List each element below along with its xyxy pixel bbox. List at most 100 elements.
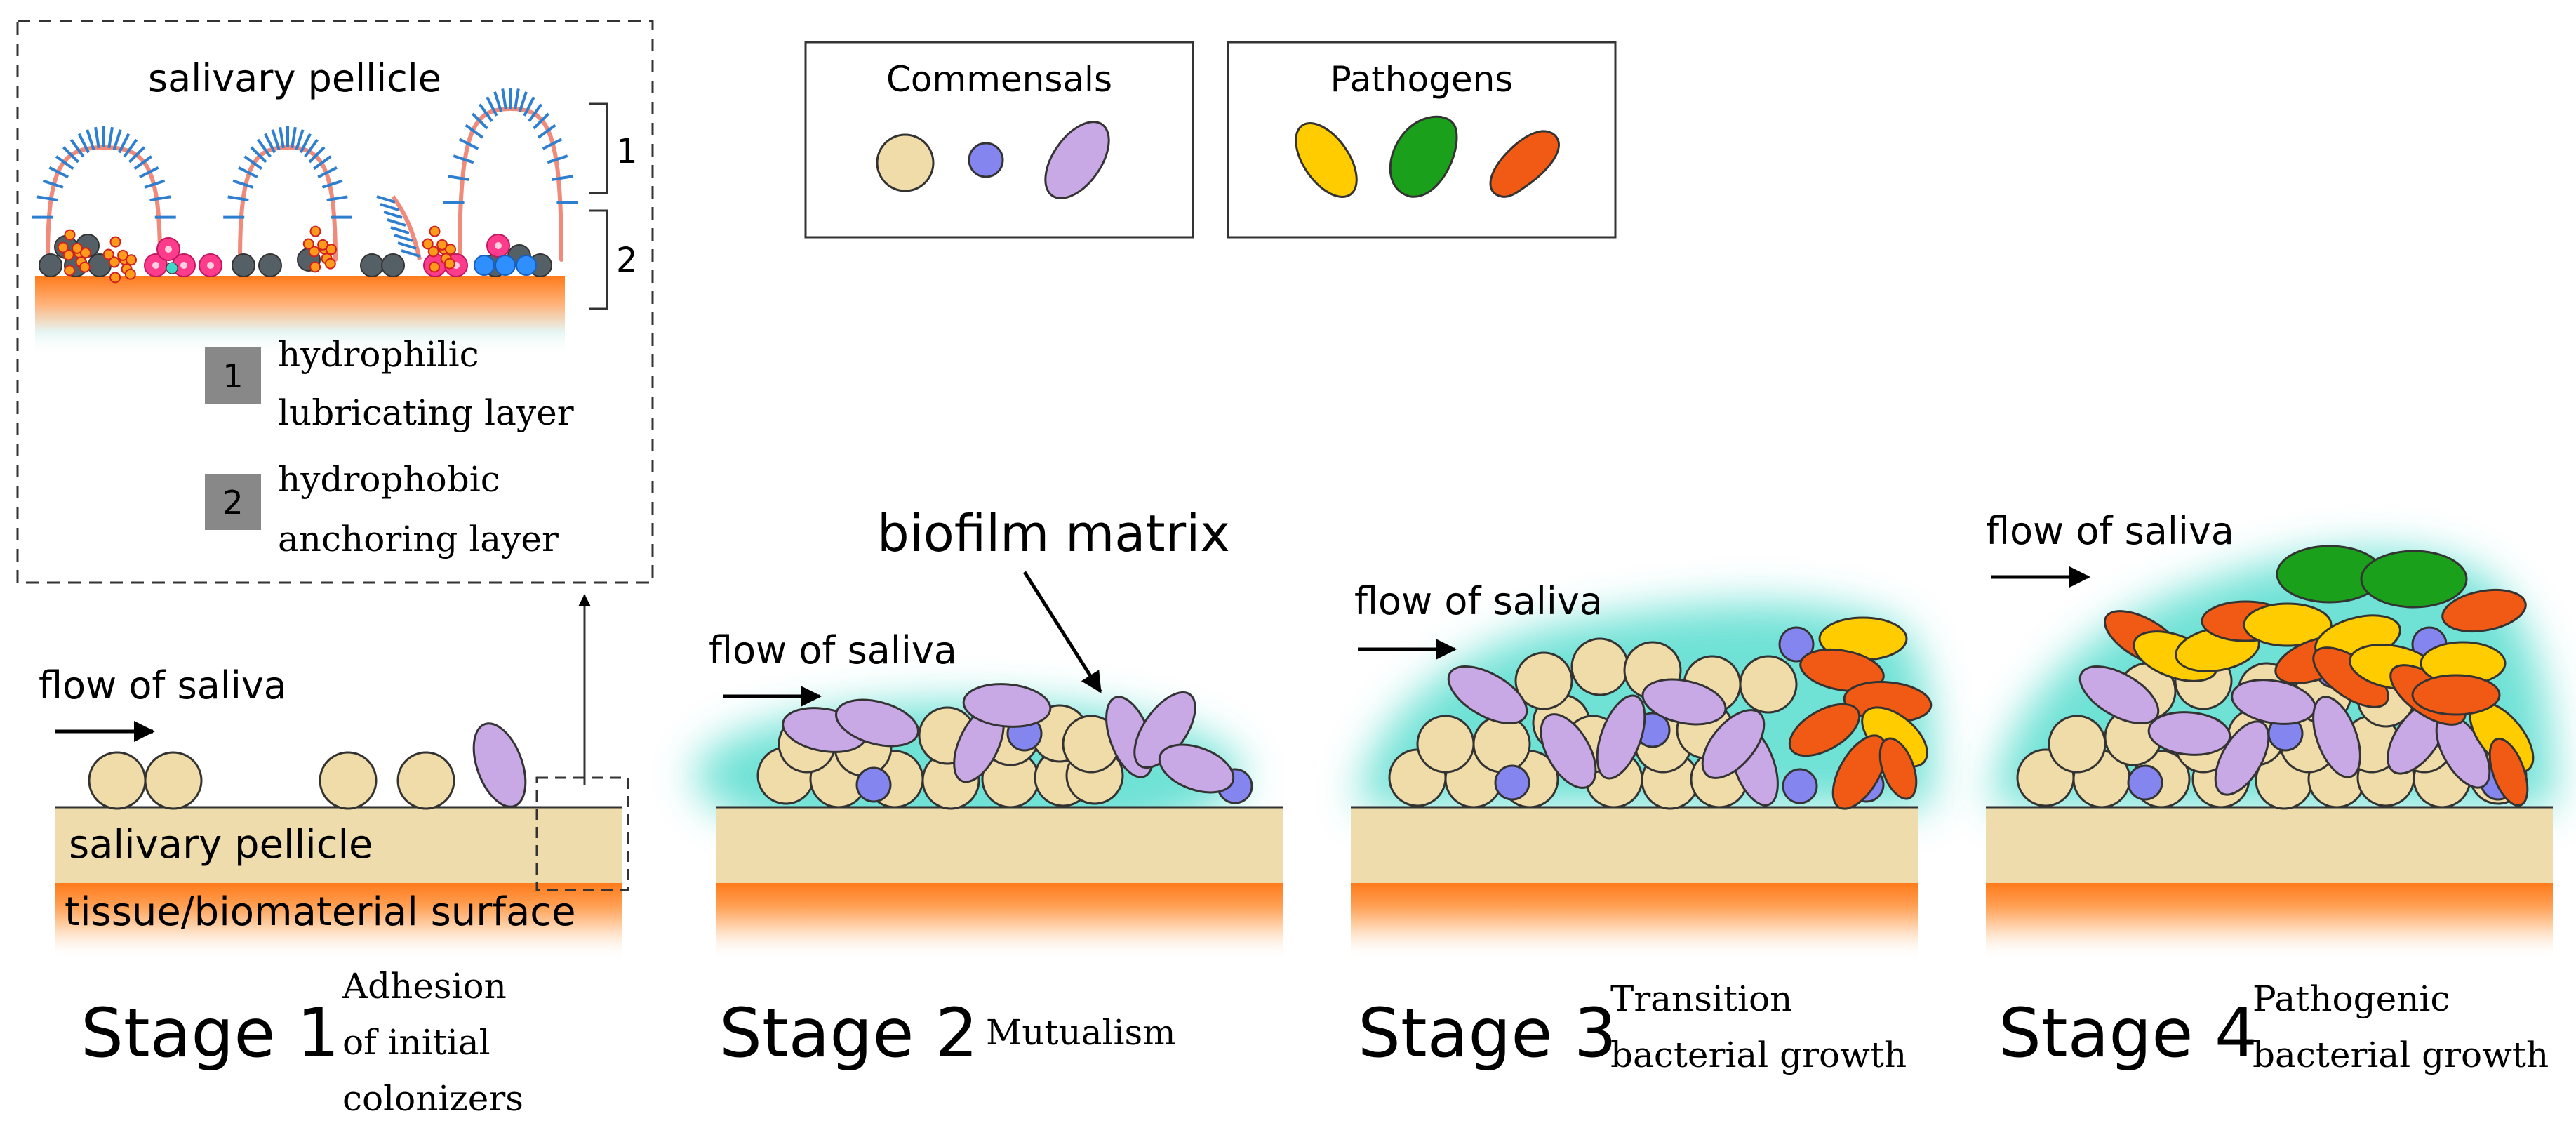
protein-strand <box>391 195 422 260</box>
protein-branch <box>542 138 563 150</box>
commensal-small-coccus <box>855 766 892 803</box>
molecule-orange <box>302 238 314 250</box>
protein-branch <box>107 126 114 149</box>
molecule-orange <box>429 225 441 237</box>
stage-2-pellicle <box>716 807 1283 883</box>
protein-branch <box>486 96 498 117</box>
protein-branch <box>295 129 305 150</box>
protein-branch <box>69 138 85 158</box>
protein-branch <box>232 179 254 189</box>
protein-branch <box>227 195 249 202</box>
protein-branch <box>397 241 417 250</box>
molecule-grey <box>360 253 384 277</box>
protein-branch <box>250 146 267 164</box>
pathogen-orange <box>2488 737 2529 807</box>
legend-rod <box>1044 121 1110 199</box>
molecule-blue <box>474 255 495 276</box>
pathogen-orange <box>1831 734 1888 810</box>
commensal-rod <box>1158 743 1235 794</box>
stage-3: flow of saliva Stage 3 Transition bacter… <box>1351 579 1933 1075</box>
stage-3-flow-label: flow of saliva <box>1354 579 1603 623</box>
molecule-orange <box>124 268 136 280</box>
protein-branch <box>257 138 272 158</box>
commensal-coccus <box>1570 637 1629 696</box>
stage-1-zoom-box <box>535 776 629 891</box>
protein-branch <box>304 138 319 158</box>
molecule-orange <box>422 238 434 250</box>
inset-title: salivary pellicle <box>148 56 441 100</box>
protein-branch <box>518 91 528 113</box>
stage-4-flow-label: flow of saliva <box>1986 509 2234 553</box>
molecule-teal <box>166 262 178 274</box>
commensal-coccus <box>1416 715 1475 774</box>
protein-branch <box>471 112 488 130</box>
commensal-coccus <box>1739 655 1798 714</box>
stage-1-desc-line2: of initial <box>342 1022 490 1063</box>
molecule-orange <box>108 256 120 268</box>
molecule-orange <box>308 246 320 258</box>
legend-pathogen-orange <box>1489 130 1560 198</box>
stage-1-desc-line3: colonizers <box>342 1078 523 1119</box>
stage-2-matrix-arrow <box>1022 571 1102 693</box>
protein-branch <box>312 155 332 171</box>
commensal-coccus <box>1514 651 1573 710</box>
molecule-blue <box>495 255 516 276</box>
pathogen-orange <box>1878 737 1918 800</box>
protein-branch <box>144 179 166 189</box>
commensal-rod <box>1701 709 1766 779</box>
protein-branch <box>94 126 100 149</box>
commensal-rod <box>1596 694 1646 780</box>
commensal-rod <box>2214 720 2270 796</box>
legend-coccus <box>876 133 935 192</box>
commensal-rod <box>835 698 919 748</box>
legend-pathogen-yellow <box>1295 122 1358 198</box>
key-badge-1 <box>205 347 261 404</box>
protein-branch <box>123 138 138 158</box>
protein-branch <box>380 203 399 211</box>
commensal-small-coccus <box>1782 768 1818 804</box>
molecule-orange <box>324 258 336 270</box>
stage-4-desc-line2: bacterial growth <box>2253 1035 2549 1075</box>
protein-branch <box>279 126 285 149</box>
protein-branch <box>501 88 507 110</box>
protein-branch <box>243 155 263 171</box>
stage-1-title: Stage 1 <box>81 994 340 1073</box>
protein-branch <box>62 146 80 164</box>
stage-2-desc-line1: Mutualism <box>986 1012 1176 1053</box>
molecule-orange <box>436 239 448 251</box>
key-2-line1: hydrophobic <box>278 459 500 500</box>
protein-branch <box>118 133 131 154</box>
molecule-orange <box>72 242 84 254</box>
stage-3-surface <box>1351 883 1918 960</box>
commensal-coccus <box>2048 715 2107 774</box>
key-1-line2: lubricating layer <box>278 392 574 433</box>
stage-3-desc-line2: bacterial growth <box>1610 1035 1907 1075</box>
stage-1-pellicle-label: salivary pellicle <box>69 822 373 868</box>
protein-branch <box>149 195 171 202</box>
protein-branch <box>326 195 348 202</box>
protein-branch <box>308 146 326 164</box>
molecule-orange <box>62 249 74 261</box>
molecule-pink-core <box>180 262 187 269</box>
pathogens-title: Pathogens <box>1330 59 1514 100</box>
protein-branch <box>133 155 153 171</box>
protein-branch <box>533 112 550 130</box>
commensal-rod <box>2147 711 2231 756</box>
molecule-pink-core <box>152 262 159 269</box>
protein-branch <box>537 124 556 139</box>
protein-branch <box>387 218 406 227</box>
molecule-pink-core <box>495 242 502 249</box>
protein-strands <box>32 88 578 262</box>
commensals-title: Commensals <box>886 59 1112 100</box>
molecule-orange <box>79 247 91 259</box>
molecule-grey <box>381 253 405 277</box>
commensal-small-coccus <box>1778 626 1815 663</box>
pathogen-orange <box>2411 674 2501 716</box>
stage-1-surface-label: tissue/biomaterial surface <box>65 889 576 935</box>
protein-branch <box>552 175 573 181</box>
commensal-small-coccus <box>1494 764 1530 801</box>
molecule-orange <box>309 225 321 237</box>
molecule-orange <box>109 236 121 248</box>
protein-branch <box>390 226 410 234</box>
